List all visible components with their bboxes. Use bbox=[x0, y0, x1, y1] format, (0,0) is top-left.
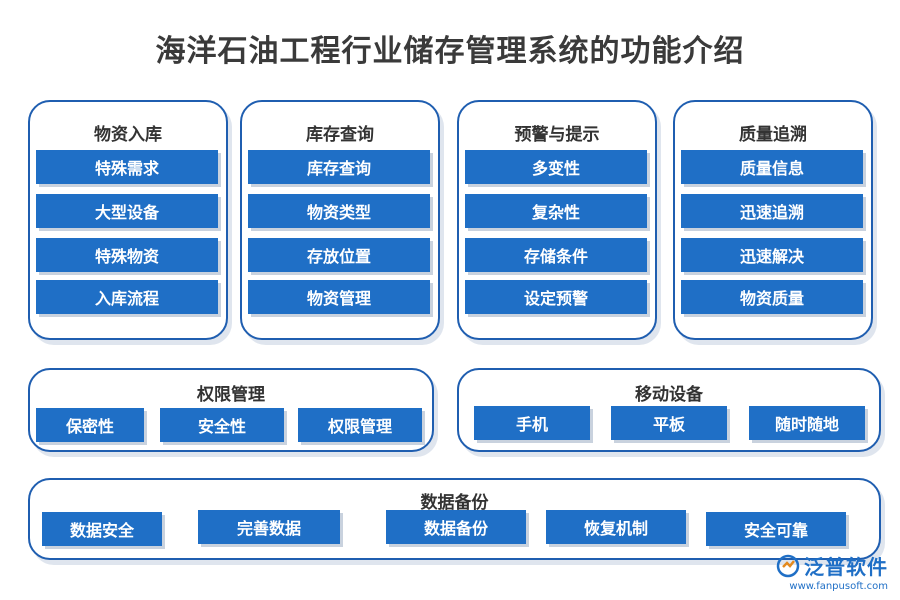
item-storage-conditions: 存储条件 bbox=[465, 238, 647, 272]
item-inbound-process: 入库流程 bbox=[36, 280, 218, 314]
item-fast-trace: 迅速追溯 bbox=[681, 194, 863, 228]
panel-title-warning: 预警与提示 bbox=[514, 125, 600, 145]
brand-logo-icon bbox=[776, 554, 800, 577]
item-set-warning: 设定预警 bbox=[465, 280, 647, 314]
item-large-equipment: 大型设备 bbox=[36, 194, 218, 228]
item-safe-reliable: 安全可靠 bbox=[706, 512, 846, 546]
item-permission-management: 权限管理 bbox=[298, 408, 422, 442]
item-quality-info: 质量信息 bbox=[681, 150, 863, 184]
panel-inventory-query: 库存查询 库存查询 物资类型 存放位置 物资管理 bbox=[240, 100, 440, 340]
item-storage-location: 存放位置 bbox=[248, 238, 430, 272]
item-special-demand: 特殊需求 bbox=[36, 150, 218, 184]
item-data-backup: 数据备份 bbox=[386, 510, 526, 544]
item-variability: 多变性 bbox=[465, 150, 647, 184]
item-tablet: 平板 bbox=[611, 406, 727, 440]
panel-title-inventory-query: 库存查询 bbox=[306, 125, 374, 145]
panel-permission: 权限管理 保密性 安全性 权限管理 bbox=[28, 368, 434, 452]
item-material-quality: 物资质量 bbox=[681, 280, 863, 314]
panel-backup: 数据备份 数据安全 完善数据 数据备份 恢复机制 安全可靠 bbox=[28, 478, 881, 560]
item-recovery: 恢复机制 bbox=[546, 510, 686, 544]
item-phone: 手机 bbox=[474, 406, 590, 440]
panel-title-backup: 数据备份 bbox=[420, 493, 489, 513]
item-security: 安全性 bbox=[160, 408, 284, 442]
item-anytime-anywhere: 随时随地 bbox=[749, 406, 865, 440]
panel-mobile: 移动设备 手机 平板 随时随地 bbox=[457, 368, 881, 452]
item-data-security: 数据安全 bbox=[42, 512, 162, 546]
panel-title-inbound: 物资入库 bbox=[94, 125, 162, 145]
panel-title-quality-trace: 质量追溯 bbox=[739, 125, 807, 145]
panel-inbound: 物资入库 特殊需求 大型设备 特殊物资 入库流程 bbox=[28, 100, 228, 340]
item-fast-resolve: 迅速解决 bbox=[681, 238, 863, 272]
panel-title-mobile: 移动设备 bbox=[635, 385, 703, 405]
panel-quality-trace: 质量追溯 质量信息 迅速追溯 迅速解决 物资质量 bbox=[673, 100, 873, 340]
item-complete-data: 完善数据 bbox=[198, 510, 340, 544]
page-title: 海洋石油工程行业储存管理系统的功能介绍 bbox=[155, 34, 745, 69]
panel-warning: 预警与提示 多变性 复杂性 存储条件 设定预警 bbox=[457, 100, 657, 340]
brand-name: 泛普软件 bbox=[804, 555, 888, 579]
item-special-materials: 特殊物资 bbox=[36, 238, 218, 272]
item-inventory-query: 库存查询 bbox=[248, 150, 430, 184]
brand-url: www.fanpusoft.com bbox=[789, 581, 888, 592]
item-material-management: 物资管理 bbox=[248, 280, 430, 314]
item-complexity: 复杂性 bbox=[465, 194, 647, 228]
item-material-type: 物资类型 bbox=[248, 194, 430, 228]
item-confidentiality: 保密性 bbox=[36, 408, 144, 442]
panel-title-permission: 权限管理 bbox=[197, 385, 265, 405]
brand-logo: 泛普软件 www.fanpusoft.com bbox=[776, 551, 888, 592]
